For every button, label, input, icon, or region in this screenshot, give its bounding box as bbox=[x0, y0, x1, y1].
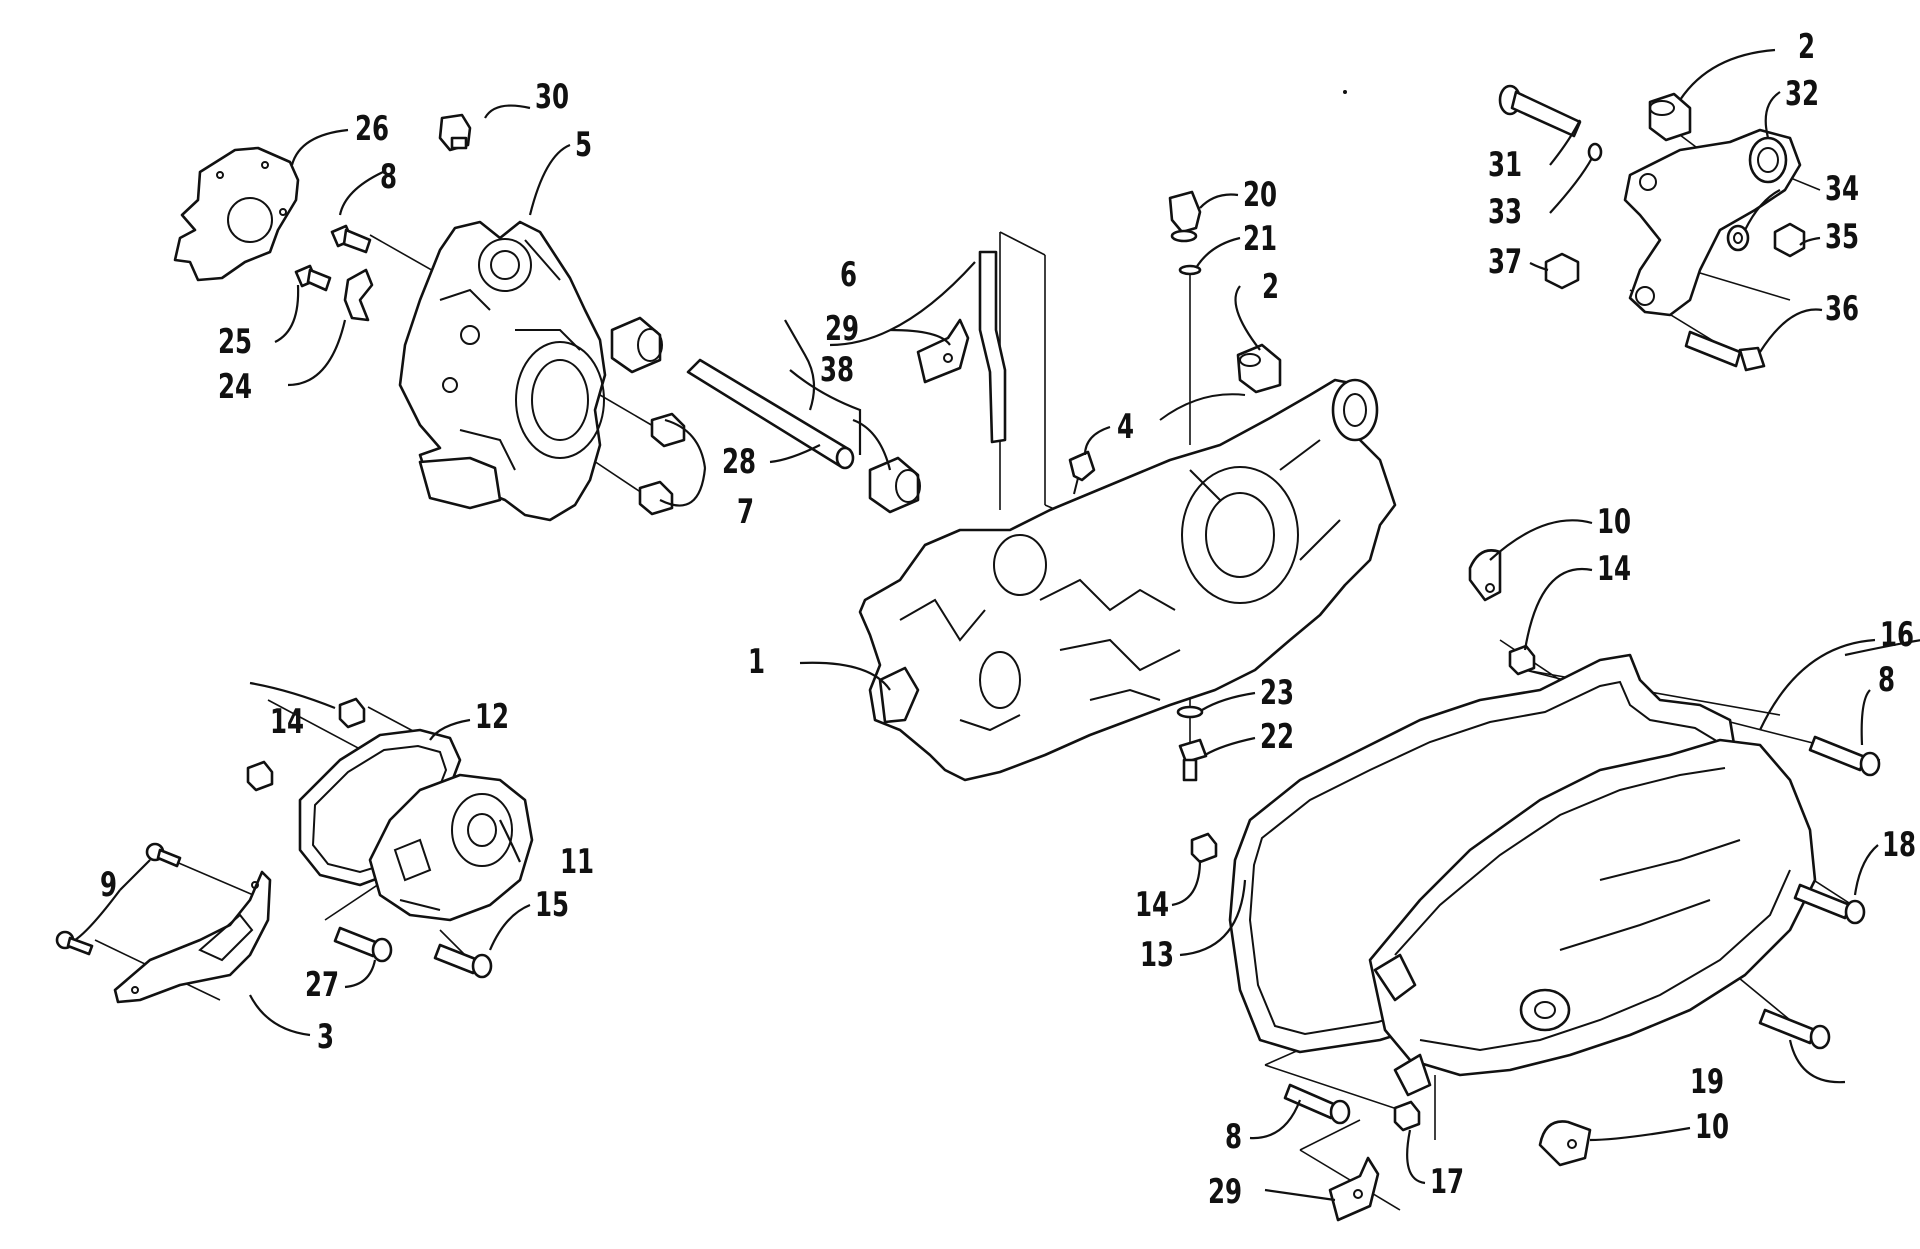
callout-32: 32 bbox=[1785, 74, 1820, 114]
oil-filler-20 bbox=[1168, 190, 1202, 243]
callout-38: 38 bbox=[820, 350, 855, 390]
callout-2-top: 2 bbox=[1798, 27, 1816, 67]
callout-17: 17 bbox=[1430, 1162, 1465, 1202]
callout-21: 21 bbox=[1243, 219, 1278, 259]
bolt-27 bbox=[333, 926, 393, 963]
bushing-38-upper bbox=[610, 316, 663, 374]
washer-21 bbox=[1178, 264, 1202, 276]
callout-33: 33 bbox=[1488, 192, 1523, 232]
plate-gasket bbox=[173, 146, 300, 282]
bracket-29-lower bbox=[1328, 1156, 1380, 1222]
callout-11: 11 bbox=[560, 842, 595, 882]
callout-8-top: 8 bbox=[380, 157, 398, 197]
transmission-cover-16 bbox=[1368, 738, 1817, 1097]
callout-1: 1 bbox=[748, 642, 766, 682]
callout-25: 25 bbox=[218, 322, 253, 362]
callout-4: 4 bbox=[1117, 407, 1135, 447]
callout-5: 5 bbox=[575, 125, 593, 165]
callout-26: 26 bbox=[355, 109, 390, 149]
clip-10-top bbox=[1468, 549, 1502, 602]
clip-24 bbox=[343, 268, 374, 322]
callout-2-mid: 2 bbox=[1262, 267, 1280, 307]
leader-dots bbox=[1343, 90, 1347, 94]
callout-10-bottom: 10 bbox=[1695, 1107, 1730, 1147]
callout-31: 31 bbox=[1488, 145, 1523, 185]
bolt-8-top bbox=[330, 224, 372, 254]
bolt-8-right bbox=[1808, 735, 1881, 777]
part-30-cap bbox=[438, 113, 472, 152]
bolt-31 bbox=[1498, 84, 1582, 138]
callout-30: 30 bbox=[535, 77, 570, 117]
dowel-17 bbox=[1393, 1100, 1421, 1132]
callout-6: 6 bbox=[840, 255, 858, 295]
callout-8-bottom: 8 bbox=[1225, 1117, 1243, 1157]
dowel-14-left-mid bbox=[246, 760, 274, 792]
callout-22: 22 bbox=[1260, 717, 1295, 757]
sleeve-2-top bbox=[1648, 92, 1692, 142]
dowel-14-right-mid bbox=[1190, 832, 1218, 864]
nut-35 bbox=[1773, 222, 1806, 258]
bolt-19 bbox=[1758, 1008, 1831, 1050]
guard-3 bbox=[113, 870, 272, 1004]
cooling-cover-11 bbox=[368, 773, 534, 922]
callout-16: 16 bbox=[1880, 615, 1915, 655]
callout-18: 18 bbox=[1882, 825, 1917, 865]
bolt-36 bbox=[1684, 330, 1766, 372]
callout-14-left-top: 14 bbox=[270, 702, 305, 742]
washer-33 bbox=[1587, 142, 1603, 162]
callout-8-right: 8 bbox=[1878, 660, 1896, 700]
bolt-18 bbox=[1793, 883, 1866, 925]
sleeve-2-mid bbox=[1236, 343, 1282, 394]
callout-12: 12 bbox=[475, 697, 510, 737]
bolt-25 bbox=[294, 264, 332, 292]
callout-14-right-top: 14 bbox=[1597, 549, 1632, 589]
callout-14-left-mid: 14 bbox=[1135, 885, 1170, 925]
drain-bolt-22 bbox=[1178, 738, 1208, 782]
dowel-7-lower bbox=[638, 480, 674, 516]
screw-9-top bbox=[145, 842, 182, 868]
dowel-14-left-top bbox=[338, 697, 366, 729]
washer-23 bbox=[1176, 705, 1204, 719]
crankcase-right bbox=[858, 378, 1397, 782]
breather-hose-6 bbox=[978, 250, 1007, 444]
leader-lines bbox=[74, 48, 1920, 1202]
crankcase-left bbox=[398, 220, 607, 522]
shaft-28 bbox=[686, 358, 855, 470]
callout-19: 19 bbox=[1690, 1062, 1725, 1102]
callout-27: 27 bbox=[305, 965, 340, 1005]
callout-7: 7 bbox=[737, 492, 755, 532]
bolt-15 bbox=[433, 943, 493, 979]
callout-36: 36 bbox=[1825, 289, 1860, 329]
dowel-14-right-top bbox=[1508, 644, 1536, 676]
clip-10-bottom bbox=[1538, 1120, 1592, 1167]
callout-37: 37 bbox=[1488, 242, 1523, 282]
dowel-7-upper bbox=[650, 412, 686, 448]
callout-3: 3 bbox=[317, 1017, 335, 1057]
nut-37 bbox=[1544, 252, 1580, 290]
washer-34 bbox=[1726, 224, 1750, 252]
callout-13: 13 bbox=[1140, 935, 1175, 975]
screw-9-bottom bbox=[55, 930, 94, 956]
mount-link-32 bbox=[1623, 128, 1802, 317]
callout-10-top: 10 bbox=[1597, 502, 1632, 542]
callout-29-upper: 29 bbox=[825, 309, 860, 349]
callout-15: 15 bbox=[535, 885, 570, 925]
callout-20: 20 bbox=[1243, 175, 1278, 215]
fitting-4 bbox=[1068, 450, 1096, 495]
callout-28: 28 bbox=[722, 442, 757, 482]
callout-29-lower: 29 bbox=[1208, 1172, 1243, 1212]
callout-34: 34 bbox=[1825, 169, 1860, 209]
callout-24: 24 bbox=[218, 367, 253, 407]
callout-35: 35 bbox=[1825, 217, 1860, 257]
callout-9: 9 bbox=[100, 865, 118, 905]
bolt-8-bottom bbox=[1283, 1083, 1351, 1125]
bracket-29-upper bbox=[916, 318, 970, 384]
callout-23: 23 bbox=[1260, 673, 1295, 713]
bushing-38-lower bbox=[868, 456, 921, 514]
